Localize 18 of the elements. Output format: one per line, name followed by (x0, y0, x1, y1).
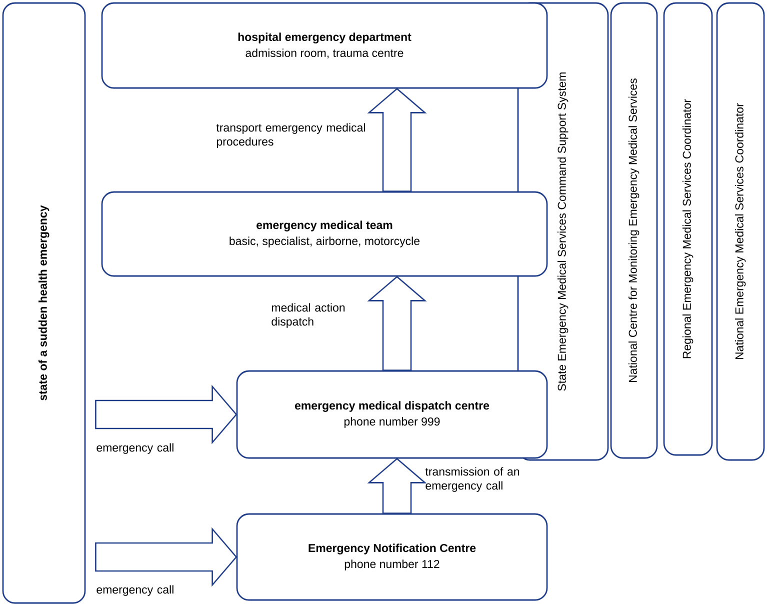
block-arrow (367, 88, 427, 192)
edge-label: medical action dispatch (272, 303, 345, 328)
vertical-band: National Centre for Monitoring Emergency Medical Services (610, 2, 658, 459)
edge-label: transport emergency medical procedures (216, 123, 365, 148)
rounded-box: hospital emergency department admission room, trauma centre (101, 2, 548, 89)
block-arrow (95, 527, 238, 587)
edge-label: emergency call (96, 443, 174, 454)
block-arrow (367, 458, 427, 514)
edge-label: emergency call (96, 585, 174, 596)
block-arrow (95, 384, 238, 444)
rounded-box: emergency medical team basic, specialist, airborne, motorcycle (101, 191, 548, 277)
vertical-band: state of a sudden health emergency (2, 2, 86, 604)
vertical-band: National Emergency Medical Services Coordinator (716, 2, 765, 461)
edge-label: transmission of an emergency call (425, 467, 520, 492)
rounded-box: Emergency Notification Centre phone number 112 (236, 513, 548, 601)
block-arrow (367, 276, 427, 371)
vertical-band: Regional Emergency Medical Services Coordinator (663, 2, 713, 456)
rounded-box: emergency medical dispatch centre phone number 999 (236, 370, 548, 459)
